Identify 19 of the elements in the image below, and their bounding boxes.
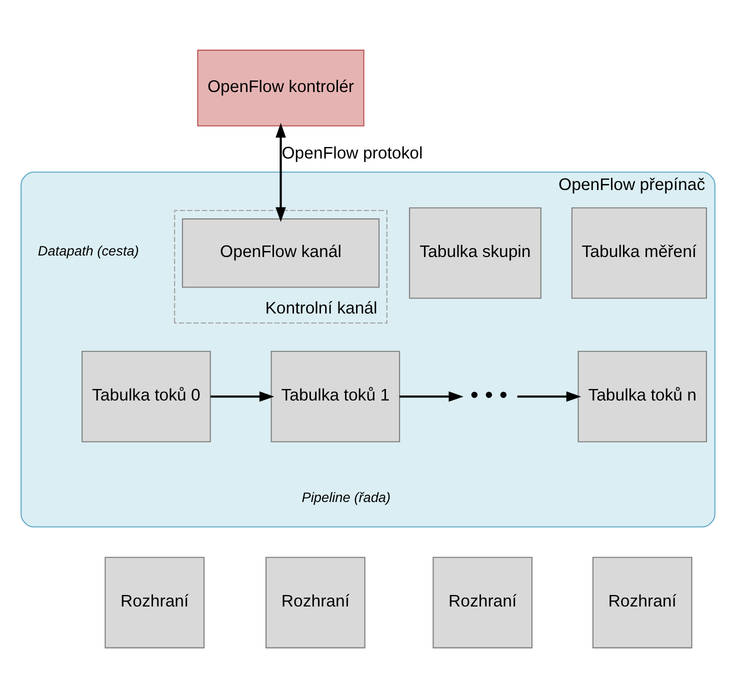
label: Pipeline (řada)	[302, 490, 391, 505]
node-box: Rozhraní	[104, 556, 205, 648]
arrow	[276, 122, 286, 222]
edge-label: OpenFlow protokol	[282, 142, 423, 162]
node-text: • • •	[470, 380, 508, 407]
node-box: Tabulka skupin	[409, 206, 542, 298]
arrow	[517, 390, 582, 402]
node-box: OpenFlow kanál	[182, 218, 380, 288]
node-box: OpenFlow kontrolér	[197, 49, 364, 126]
node-box: Tabulka měření	[571, 206, 707, 298]
node-box: Tabulka toků n	[578, 350, 707, 442]
node-box: Tabulka toků 0	[82, 350, 211, 442]
arrow	[210, 390, 274, 402]
node-box: Rozhraní	[592, 556, 692, 648]
node-box: Rozhraní	[266, 556, 366, 648]
arrow	[400, 390, 464, 402]
node-box: Tabulka toků 1	[270, 350, 400, 442]
node-box: Rozhraní	[432, 556, 532, 648]
label: Datapath (cesta)	[38, 243, 139, 258]
